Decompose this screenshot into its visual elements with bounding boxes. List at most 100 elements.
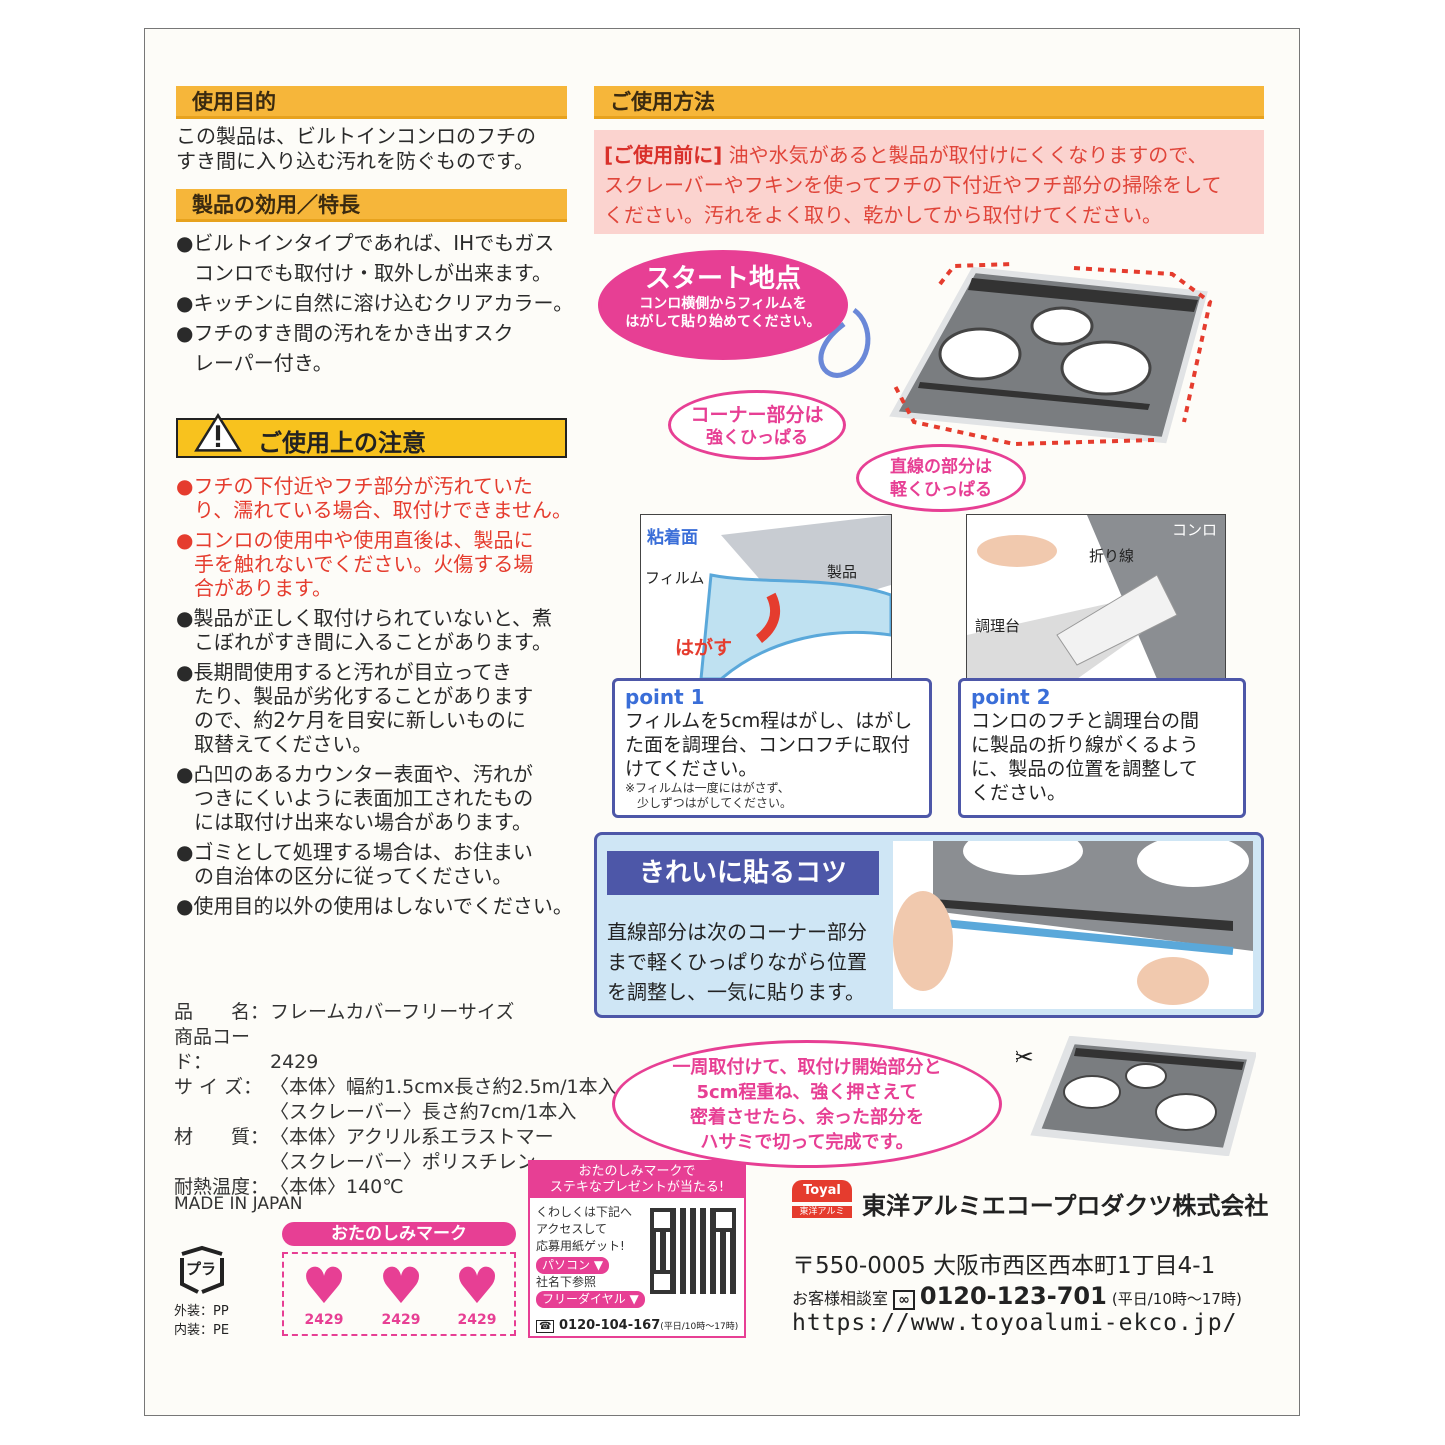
- before-use-line: ください。汚れをよく取り、乾かしてから取付けてください。: [604, 203, 1162, 227]
- otanoshimi-title: おたのしみマーク: [282, 1222, 516, 1246]
- before-use-box: [ご使用前に] 油や水気があると製品が取付けにくくなりますので、 スクレーバーや…: [594, 130, 1264, 234]
- point-1-box: point 1 フィルムを5cm程はがし、はがし た面を調理台、コンロフチに取付…: [612, 678, 932, 818]
- point-line: コンロのフチと調理台の間: [971, 710, 1200, 732]
- film-label: フィルム: [645, 569, 705, 587]
- feature-item: ●ビルトインタイプであれば、IHでもガスコンロでも取付け・取外しが出来ます。: [176, 231, 555, 285]
- free-dial-icon: ∞: [893, 1290, 915, 1310]
- caution-item: ●製品が正しく取付けられていないと、煮こぼれがすき間に入ることがあります。: [176, 606, 553, 654]
- point-line: に製品の折り線がくるよう: [971, 734, 1199, 756]
- scissors-icon: ✂: [1016, 1043, 1034, 1073]
- heart-mark: ♥2429: [366, 1260, 436, 1338]
- support-label: お客様相談室: [792, 1289, 889, 1308]
- spec-row: 品 名：フレームカバーフリーサイズ: [174, 1001, 515, 1023]
- campaign-line: くわしくは下記へ: [536, 1205, 633, 1219]
- spec-row: サ イ ズ：〈本体〉幅約1.5cmx長さ約2.5m/1本入: [174, 1076, 617, 1098]
- spec-row: 〈スクレーバー〉ポリスチレン: [270, 1151, 536, 1173]
- caution-item: ●使用目的以外の使用はしないでください。: [176, 894, 573, 918]
- path-arrow: [892, 262, 1213, 447]
- heart-icon: ♥: [301, 1257, 347, 1315]
- finish-bubble: 一周取付けて、取付け開始部分と 5cm程重ね、強く押さえて 密着させたら、余った…: [612, 1040, 1002, 1168]
- point-line: ください。: [971, 782, 1067, 804]
- outer-material: 外装：PP: [174, 1304, 229, 1319]
- point-line: けてください。: [625, 758, 758, 780]
- campaign-line: アクセスして: [536, 1222, 608, 1236]
- straight-bubble: 直線の部分は 軽くひっぱる: [856, 444, 1026, 512]
- free-dial-label: フリーダイヤル ▼: [536, 1291, 645, 1308]
- spec-list: 品 名：フレームカバーフリーサイズ 商品コード：2429 サ イ ズ：〈本体〉幅…: [174, 1000, 617, 1200]
- feature-item: ●フチのすき間の汚れをかき出すスクレーパー付き。: [176, 321, 514, 375]
- support-line: お客様相談室 ∞ 0120-123-701 (平日/10時〜17時): [792, 1282, 1242, 1310]
- caution-header: ご使用上の注意: [176, 412, 567, 458]
- caution-list: ●フチの下付近やフチ部分が汚れていたり、濡れている場合、取付けできません。 ●コ…: [176, 474, 573, 918]
- point-line: フィルムを5cm程はがし、はがし: [625, 710, 913, 732]
- feature-item: ●キッチンに自然に溶け込むクリアカラー。: [176, 291, 574, 315]
- company-name: 東洋アルミエコープロダクツ株式会社: [862, 1192, 1269, 1220]
- corner-bubble: コーナー部分は 強くひっぱる: [668, 390, 846, 460]
- campaign-header: おたのしみマークでステキなプレゼントが当たる!: [530, 1162, 744, 1198]
- tips-line: まで軽くひっぱりながら位置: [607, 950, 867, 974]
- before-use-label: [ご使用前に]: [604, 143, 723, 167]
- pc-label: パソコン ▼: [536, 1257, 610, 1274]
- point-note: 少しずつはがしてください。: [637, 796, 793, 810]
- caution-item: ●長期間使用すると汚れが目立ってきたり、製品が劣化することがありますので、約2ケ…: [176, 660, 534, 756]
- purpose-line: この製品は、ビルトインコンロのフチの: [176, 124, 536, 148]
- campaign-box: おたのしみマークでステキなプレゼントが当たる! くわしくは下記へ アクセスして …: [528, 1160, 746, 1338]
- company-address: 〒550-0005 大阪市西区西本町1丁目4-1: [792, 1253, 1216, 1279]
- campaign-line: 応募用紙ゲット!: [536, 1239, 625, 1253]
- spec-row: 材 質：〈本体〉アクリル系エラストマー: [174, 1126, 554, 1148]
- point-note: ※フィルムは一度にはがさず、: [625, 781, 790, 795]
- heart-mark: ♥2429: [289, 1260, 359, 1338]
- fold-illustration: コンロ 折り線 調理台: [966, 514, 1226, 680]
- tips-box: きれいに貼るコツ 直線部分は次のコーナー部分 まで軽くひっぱりながら位置 を調整…: [594, 832, 1264, 1018]
- recycle-mark: プラ 外装：PP 内装：PE: [174, 1244, 234, 1338]
- tips-line: 直線部分は次のコーナー部分: [607, 920, 867, 944]
- purpose-header: 使用目的: [176, 86, 567, 119]
- toyal-logo: Toyal: [792, 1180, 852, 1202]
- peel-drawing: [699, 515, 891, 679]
- recycle-icon: [180, 1245, 224, 1294]
- purpose-line: すき間に入り込む汚れを防ぐものです。: [176, 149, 534, 173]
- heart-icon: ♥: [454, 1257, 500, 1315]
- tips-illustration: [893, 841, 1253, 1009]
- free-dial-number: 0120-104-167: [559, 1318, 661, 1333]
- stove-illustration: [889, 266, 1208, 444]
- toyal-logo-sub: 東洋アルミ: [792, 1206, 852, 1218]
- peel-label: はがす: [675, 637, 733, 659]
- tips-title: きれいに貼るコツ: [607, 851, 879, 895]
- support-number: 0120-123-701: [919, 1282, 1107, 1310]
- made-in-label: MADE IN JAPAN: [174, 1194, 303, 1214]
- otanoshimi-marks: ♥2429 ♥2429 ♥2429: [282, 1252, 516, 1336]
- stove-label: コンロ: [1171, 521, 1217, 539]
- company-url[interactable]: https://www.toyoalumi-ekco.jp/: [792, 1310, 1238, 1336]
- qr-code-icon: [650, 1208, 736, 1294]
- spec-row: 〈スクレーバー〉長さ約7cm/1本入: [270, 1101, 577, 1123]
- pc-note: 社名下参照: [536, 1275, 597, 1289]
- start-point-bubble: スタート地点 コンロ横側からフィルムを はがして貼り始めてください。: [598, 250, 848, 360]
- heart-icon: ♥: [378, 1257, 424, 1315]
- point-line: た面を調理台、コンロフチに取付: [625, 734, 911, 756]
- before-use-line: スクレーバーやフキンを使ってフチの下付近やフチ部分の掃除をして: [604, 173, 1222, 197]
- features-list: ●ビルトインタイプであれば、IHでもガスコンロでも取付け・取外しが出来ます。 ●…: [176, 228, 573, 378]
- counter-label: 調理台: [975, 617, 1021, 635]
- finished-stove-illustration: ✂: [1016, 1036, 1256, 1156]
- tips-line: を調整し、一気に貼ります。: [607, 980, 865, 1004]
- features-header: 製品の効用／特長: [176, 189, 567, 222]
- warning-icon: [194, 412, 242, 452]
- caution-item: ●フチの下付近やフチ部分が汚れていたり、濡れている場合、取付けできません。: [176, 474, 572, 522]
- film-roll: [818, 307, 871, 378]
- caution-item: ●ゴミとして処理する場合は、お住まいの自治体の区分に従ってください。: [176, 840, 533, 888]
- caution-item: ●コンロの使用中や使用直後は、製品に手を触れないでください。火傷する場合がありま…: [176, 528, 534, 600]
- point-title: point 1: [625, 685, 705, 709]
- company-logo: Toyal 東洋アルミ: [792, 1180, 852, 1228]
- howto-header: ご使用方法: [594, 86, 1264, 119]
- caution-item: ●凸凹のあるカウンター表面や、汚れがつきにくいように表面加工されたものには取付け…: [176, 762, 534, 834]
- heart-mark: ♥2429: [442, 1260, 512, 1338]
- before-use-line: 油や水気があると製品が取付けにくくなりますので、: [722, 143, 1208, 167]
- recycle-mark-text: プラ: [186, 1260, 217, 1278]
- free-dial-hours: (平日/10時〜17時): [660, 1322, 739, 1332]
- peel-illustration: 粘着面 フィルム 製品 はがす: [640, 514, 892, 680]
- point-line: に、製品の位置を調整して: [971, 758, 1198, 780]
- free-dial-icon: ☎: [536, 1320, 555, 1333]
- purpose-text: この製品は、ビルトインコンロのフチの すき間に入り込む汚れを防ぐものです。: [176, 124, 536, 174]
- product-label: 製品: [827, 563, 858, 581]
